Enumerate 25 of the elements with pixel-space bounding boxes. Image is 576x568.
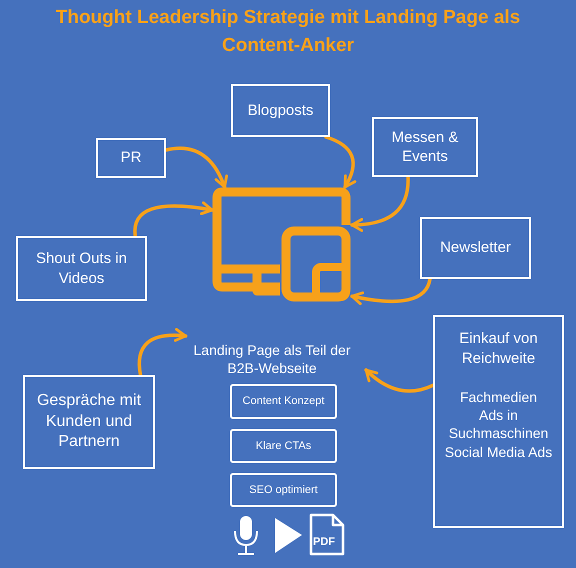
hub-text: Landing Page als Teil der B2B-Webseite xyxy=(176,336,368,382)
source-box: Messen & Events xyxy=(372,117,478,177)
curved-arrow xyxy=(350,277,432,306)
diagram-title: Thought Leadership Strategie mit Landing Page als Content-Anker xyxy=(54,6,522,58)
curved-arrow xyxy=(364,368,435,393)
source-box xyxy=(433,315,564,528)
box-heading: Einkauf von Reichweite xyxy=(458,329,539,368)
curved-arrow xyxy=(350,175,410,232)
feature-box: SEO optimiert xyxy=(230,473,337,507)
list-item: Social Media Ads xyxy=(444,442,554,461)
source-box: Gespräche mit Kunden und Partnern xyxy=(23,375,155,469)
devices-icon xyxy=(212,187,352,302)
curved-arrow xyxy=(164,146,228,189)
feature-box: Content Konzept xyxy=(230,384,337,419)
curved-arrow xyxy=(138,328,188,377)
source-box: PR xyxy=(96,138,166,178)
file-type-label: PDF xyxy=(313,536,335,549)
curved-arrow xyxy=(324,135,356,189)
list-item: Ads in Suchmaschinen xyxy=(448,406,550,443)
list-item: Fachmedien xyxy=(458,388,538,406)
source-box: Blogposts xyxy=(231,84,330,137)
curved-arrow xyxy=(133,202,214,238)
source-box: Shout Outs in Videos xyxy=(16,236,147,301)
source-box: Newsletter xyxy=(420,217,531,279)
feature-box: Klare CTAs xyxy=(230,429,337,463)
